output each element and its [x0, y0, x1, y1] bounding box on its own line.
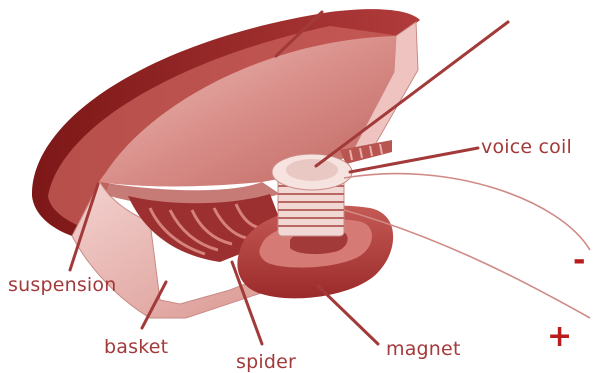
spider-label: spider — [236, 353, 296, 372]
magnet-label: magnet — [386, 340, 461, 359]
dust-cap-inner — [286, 159, 338, 181]
suspension-label: suspension — [8, 276, 116, 295]
negative-terminal-sign: - — [573, 246, 585, 276]
voice-coil-label: voice coil — [481, 138, 572, 157]
positive-terminal-sign: + — [547, 322, 572, 352]
basket-label: basket — [104, 338, 168, 357]
